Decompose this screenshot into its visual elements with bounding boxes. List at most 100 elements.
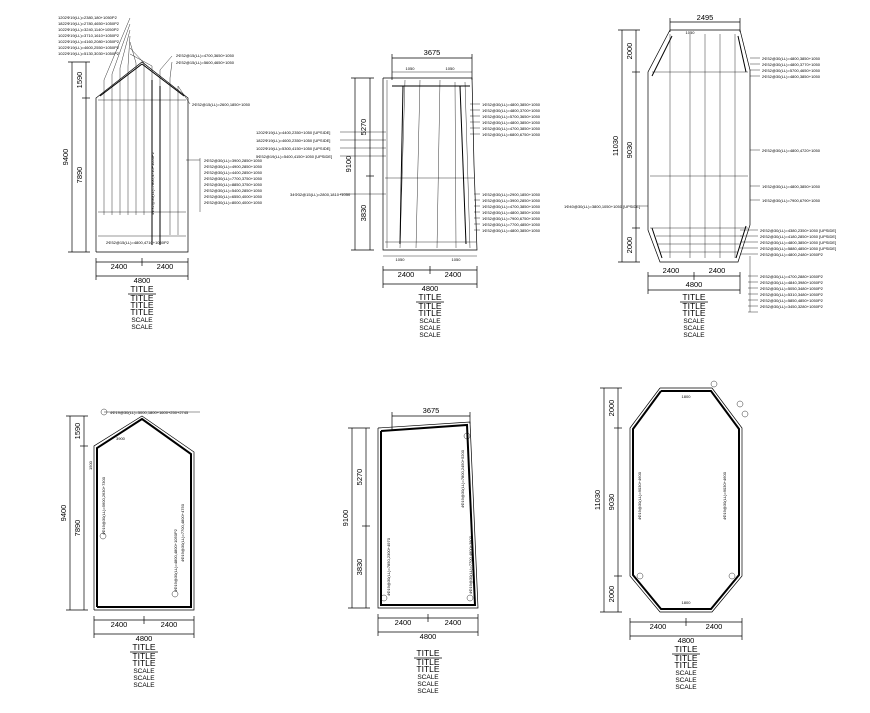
panel-6-rebar-loop <box>632 390 740 610</box>
callout: 1Φ32@30(LL)=4700,3850+1050 <box>482 204 541 209</box>
panel-4-rebar-loop <box>96 417 192 608</box>
panel-2-dimensions: 9100 5270 3830 2400 2400 4800 <box>344 77 478 293</box>
dim-total-height: 9100 <box>344 156 353 173</box>
panel-3-dimensions: 11030 9030 2000 2000 2400 2400 4800 <box>611 29 741 294</box>
callout: 3900 <box>116 436 126 441</box>
title-text: TITLE <box>674 660 697 670</box>
dim-top-height: 1590 <box>75 72 84 89</box>
callout: 2Φ32@30(LL)=4800,3850+1050 <box>762 74 821 79</box>
scale-text: SCALE <box>131 317 153 324</box>
title-text: TITLE <box>418 292 441 302</box>
title-text: TITLE <box>418 308 441 318</box>
scale-text: SCALE <box>133 675 155 682</box>
panel-6-callouts: 1800 1800 4Φ19@30(LL)=9030+4600 4Φ19@30(… <box>637 394 727 605</box>
callout: 1Φ32@30(LL)=4800,3850+1050 <box>482 102 541 107</box>
title-text: TITLE <box>418 301 441 311</box>
callout: 1Φ32@30(LL)=7900,6790+1050 <box>762 198 821 203</box>
panel-6-markers <box>636 380 749 580</box>
panel-3-title-block: TITLE TITLE TITLE SCALE SCALE SCALE <box>680 292 708 339</box>
dim-total-height: 9400 <box>59 505 68 522</box>
title-text: TITLE <box>682 308 705 318</box>
callout: 2Φ32@30(LL)=3450,3280+1050P2 <box>760 304 824 309</box>
title-text: TITLE <box>416 648 439 658</box>
panel-4: 4Φ19@30(LL)=5000,1800+1600+250+2745 4Φ19… <box>59 408 200 689</box>
dim-right-width: 2400 <box>445 270 462 279</box>
callout: 1Φ40@30(LL)=3800,1050+1050 [UPSIDE] <box>564 204 640 209</box>
panel-2-leaders <box>340 103 480 231</box>
callout: 4Φ19@30(LL)=7850,2300+4970 <box>386 537 391 596</box>
panel-5-dimensions: 3675 9100 5270 3830 2400 2400 4800 <box>341 406 479 641</box>
panel-2-top-dimensions: 3675 1050 1050 1050 1050 <box>383 48 477 262</box>
panel-4-title-block: TITLE TITLE TITLE SCALE SCALE SCALE <box>130 642 158 689</box>
panel-5-outline <box>377 421 479 609</box>
callout: 1022Φ19(LL)=3710,1610+1050P2 <box>58 33 120 38</box>
callout: 1Φ32@30(LL)=7700,4850+1050 <box>482 222 541 227</box>
title-text: TITLE <box>132 658 155 668</box>
panel-2-callouts: 1202Φ19(LL)=4400,2350+1050 [UPSIDE] 1822… <box>256 102 541 233</box>
scale-text: SCALE <box>675 670 697 677</box>
title-text: TITLE <box>416 657 439 667</box>
dim-right-width: 2400 <box>161 620 178 629</box>
scale-text: SCALE <box>683 318 705 325</box>
callout: 1822Φ19(LL)=4600,2350+1050 [UPSIDE] <box>256 138 330 143</box>
callout: 1Φ32@30(LL)=3900,2850+1050 <box>482 198 541 203</box>
panel-3: 2495 1050 2Φ32@30(LL) <box>564 13 836 339</box>
callout: 2Φ32@30(LL)=5310,3480+1050P2 <box>760 292 824 297</box>
dim-lower-height: 7890 <box>73 520 82 537</box>
scale-text: SCALE <box>419 318 441 325</box>
callout: 2Φ32@30(LL)=4800,3770+1050 <box>762 62 821 67</box>
title-text: TITLE <box>674 653 697 663</box>
dim-top-height: 2000 <box>607 400 616 417</box>
callout: 2Φ32@30(LL)=3900,2850+1050 <box>204 158 263 163</box>
scale-text: SCALE <box>417 688 439 695</box>
title-text: TITLE <box>682 292 705 302</box>
title-text: TITLE <box>130 300 153 310</box>
title-text: TITLE <box>130 307 153 317</box>
scale-text: SCALE <box>683 325 705 332</box>
callout: 4Φ19@30(LL)=7700,4800+4750 <box>180 503 185 562</box>
callout: 2Φ32@30(LL)=6550,4000+1050 <box>204 194 263 199</box>
dim-seg: 1050 <box>406 66 416 71</box>
dim-seg: 1050 <box>446 66 456 71</box>
panel-1: 1202Φ19(LL)=2380,180+1050P2 1822Φ19(LL)=… <box>58 15 263 331</box>
callout: 1022Φ19(LL)=5130,3030+1050P2 <box>58 51 120 56</box>
dim-bottom-height: 2000 <box>607 586 616 603</box>
callout: 2Φ32@30(LL)=5400,2850+1050 <box>204 188 263 193</box>
callout: 2Φ32@30(LL)=4800,4720+1050 <box>762 148 821 153</box>
callout: 2Φ32@30(LL)=8000,4000+1050 <box>204 200 263 205</box>
callout: 1Φ32@30(LL)=2900,1850+1050 <box>482 192 541 197</box>
callout: 4Φ19@30(LL)=4800,4800+1050P2 <box>173 528 178 592</box>
callout: 2Φ32@30(LL)=5850,4850+1050P2 <box>760 298 824 303</box>
panel-1-callouts: 1202Φ19(LL)=2380,180+1050P2 1822Φ19(LL)=… <box>58 15 263 245</box>
callout: 1Φ32@30(LL)=4800,3850+1050 <box>482 228 541 233</box>
dim-left-width: 2400 <box>663 266 680 275</box>
title-text: TITLE <box>132 642 155 652</box>
callout: 2Φ32@30(LL)=4380,2350+1050 [UPSIDE] <box>760 228 836 233</box>
panel-1-leaders-top <box>103 17 201 212</box>
dim-top-width: 3675 <box>424 48 441 57</box>
callout: 2Φ32@30(LL)=5050,3480+1050P2 <box>760 286 824 291</box>
panel-1-dimensions: 2400 2400 4800 9400 7890 1590 <box>61 61 189 285</box>
panel-5-markers <box>380 432 474 602</box>
dim-upper-height: 5270 <box>359 119 368 136</box>
scale-text: SCALE <box>683 332 705 339</box>
dim-total-width: 4800 <box>678 636 695 645</box>
dim-total-width: 4800 <box>134 276 151 285</box>
title-text: TITLE <box>132 651 155 661</box>
panel-4-outline <box>93 415 195 611</box>
callout: 4Φ19@30(LL)=5600,2630+7300 <box>101 476 106 535</box>
dim-total-height: 9100 <box>341 510 350 527</box>
dim-total-width: 4800 <box>686 280 703 289</box>
scale-text: SCALE <box>133 682 155 689</box>
callout: 1500 <box>88 460 93 470</box>
panel-6-outline <box>629 387 743 613</box>
dim-total-width: 4800 <box>420 632 437 641</box>
callout: 1Φ32@30(LL)=4800,3850+1050 <box>482 120 541 125</box>
callout: 2Φ32@30(LL)=4840,3980+1050P2 <box>760 280 824 285</box>
scale-text: SCALE <box>675 684 697 691</box>
panel-6-title-block: TITLE TITLE TITLE SCALE SCALE SCALE <box>672 644 700 691</box>
dim-top-width: 3675 <box>423 406 440 415</box>
callout: 1822Φ19(LL)=2780,4650+1050P2 <box>58 21 120 26</box>
dim-seg: 1050 <box>396 257 406 262</box>
